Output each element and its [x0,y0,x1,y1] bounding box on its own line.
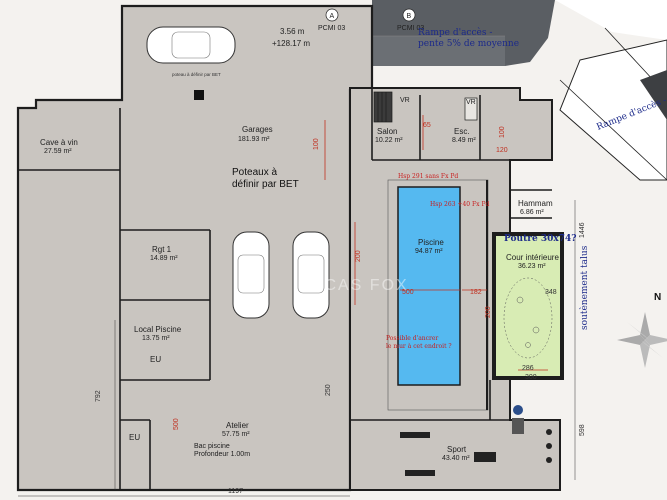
room-local-piscine-area: 13.75 m² [142,335,170,342]
eu-label-1: EU [150,355,161,364]
interior-walls [18,88,552,490]
room-piscine-area: 94.87 m² [415,248,443,255]
eu-label-2: EU [129,433,140,442]
room-salon-name: Salon [377,127,397,136]
vr-label-2: VR [466,99,476,106]
room-cour-name: Cour intérieure [506,253,559,262]
dim-300: 300 [525,374,537,381]
watermark: LUCAS FOX [300,277,409,294]
access-ramp-top [372,0,667,66]
access-ramp-right [559,27,667,181]
room-cave-area: 27.59 m² [44,148,72,155]
dim-100-salon: 100 [499,126,506,138]
hsp-note-2: Hsp 263 +40 Fx Pd [430,201,489,208]
svg-text:A: A [330,13,335,20]
north-compass [617,312,667,368]
room-sport-name: Sport [447,445,467,454]
room-atelier-area: 57.75 m² [222,431,250,438]
rampe-top-line2: pente 5% de moyenne [418,39,519,49]
soutenement-label: soutènement talus [579,245,590,330]
elevation-height: 3.56 m [280,27,305,36]
column-marker [194,90,204,100]
dim-792: 792 [95,390,102,402]
hsp-note-1: Hsp 291 sans Fx Pd [398,173,458,180]
room-garages-name: Garages [242,125,273,134]
room-garages-area: 181.93 m² [238,136,270,143]
section-marker-b: B PCMI 03 [397,8,424,32]
room-cave-name: Cave à vin [40,138,78,147]
car-top [146,26,236,64]
elevation-level: +128.17 m [272,39,310,48]
north-label: N [654,292,661,303]
room-salon-area: 10.22 m² [375,137,403,144]
room-atelier-name: Atelier [226,421,249,430]
gym-equipment [400,405,552,476]
room-hammam-area: 6.86 m² [520,209,544,216]
dim-1446: 1446 [579,222,586,238]
red-dimension-lines [324,115,548,371]
room-rgt-area: 14.89 m² [150,255,178,262]
dim-200-garage: 200 [355,250,362,262]
room-hammam-name: Hammam [518,199,553,208]
room-piscine-name: Piscine [418,238,444,247]
section-marker-a: A PCMI 03 [318,8,345,32]
anchor-note-line2: le mur à cet endroit ? [386,343,452,350]
dim-286: 286 [522,365,534,372]
dark-dimension-lines [18,200,576,497]
svg-text:B: B [407,13,412,20]
room-cour-area: 36.23 m² [518,263,546,270]
poteaux-note-line1: Poteaux à [232,167,277,178]
dim-348: 348 [545,289,557,296]
svg-text:PCMI 03: PCMI 03 [397,25,424,32]
dim-598: 598 [579,424,586,436]
car-right [292,231,330,319]
dim-250: 250 [325,384,332,396]
dim-500-pool: 500 [402,289,414,296]
anchor-note-line1: Possible d'ancrer [386,335,438,342]
poteau-small-note: poteau à définir par BET [172,72,221,77]
room-esc-area: 8.49 m² [452,137,476,144]
stairs [373,91,478,123]
dim-500-atelier: 500 [173,418,180,430]
dim-182: 182 [470,289,482,296]
bac-piscine-depth: Profondeur 1.00m [194,451,250,458]
poteaux-note-line2: définir par BET [232,179,299,190]
rampe-top-line1: Rampe d'accès - [418,27,492,38]
inner-courtyard [492,232,564,380]
dim-100-garage: 100 [313,138,320,150]
room-esc-name: Esc. [454,127,470,136]
svg-text:PCMI 03: PCMI 03 [318,25,345,32]
bac-piscine-name: Bac piscine [194,443,230,450]
room-rgt-name: Rgt 1 [152,245,172,254]
building-outline [16,4,374,492]
pool [387,179,489,411]
dim-120: 120 [496,147,508,154]
car-left [232,231,270,319]
vr-label-1: VR [400,97,410,104]
dim-65: 65 [423,122,431,129]
poutre-note: Poutre 30x74? [504,234,577,244]
room-sport-area: 43.40 m² [442,455,470,462]
dim-200-pool: 200 [485,306,492,318]
room-local-piscine-name: Local Piscine [134,325,182,334]
dim-1197: 1197 [228,488,243,495]
